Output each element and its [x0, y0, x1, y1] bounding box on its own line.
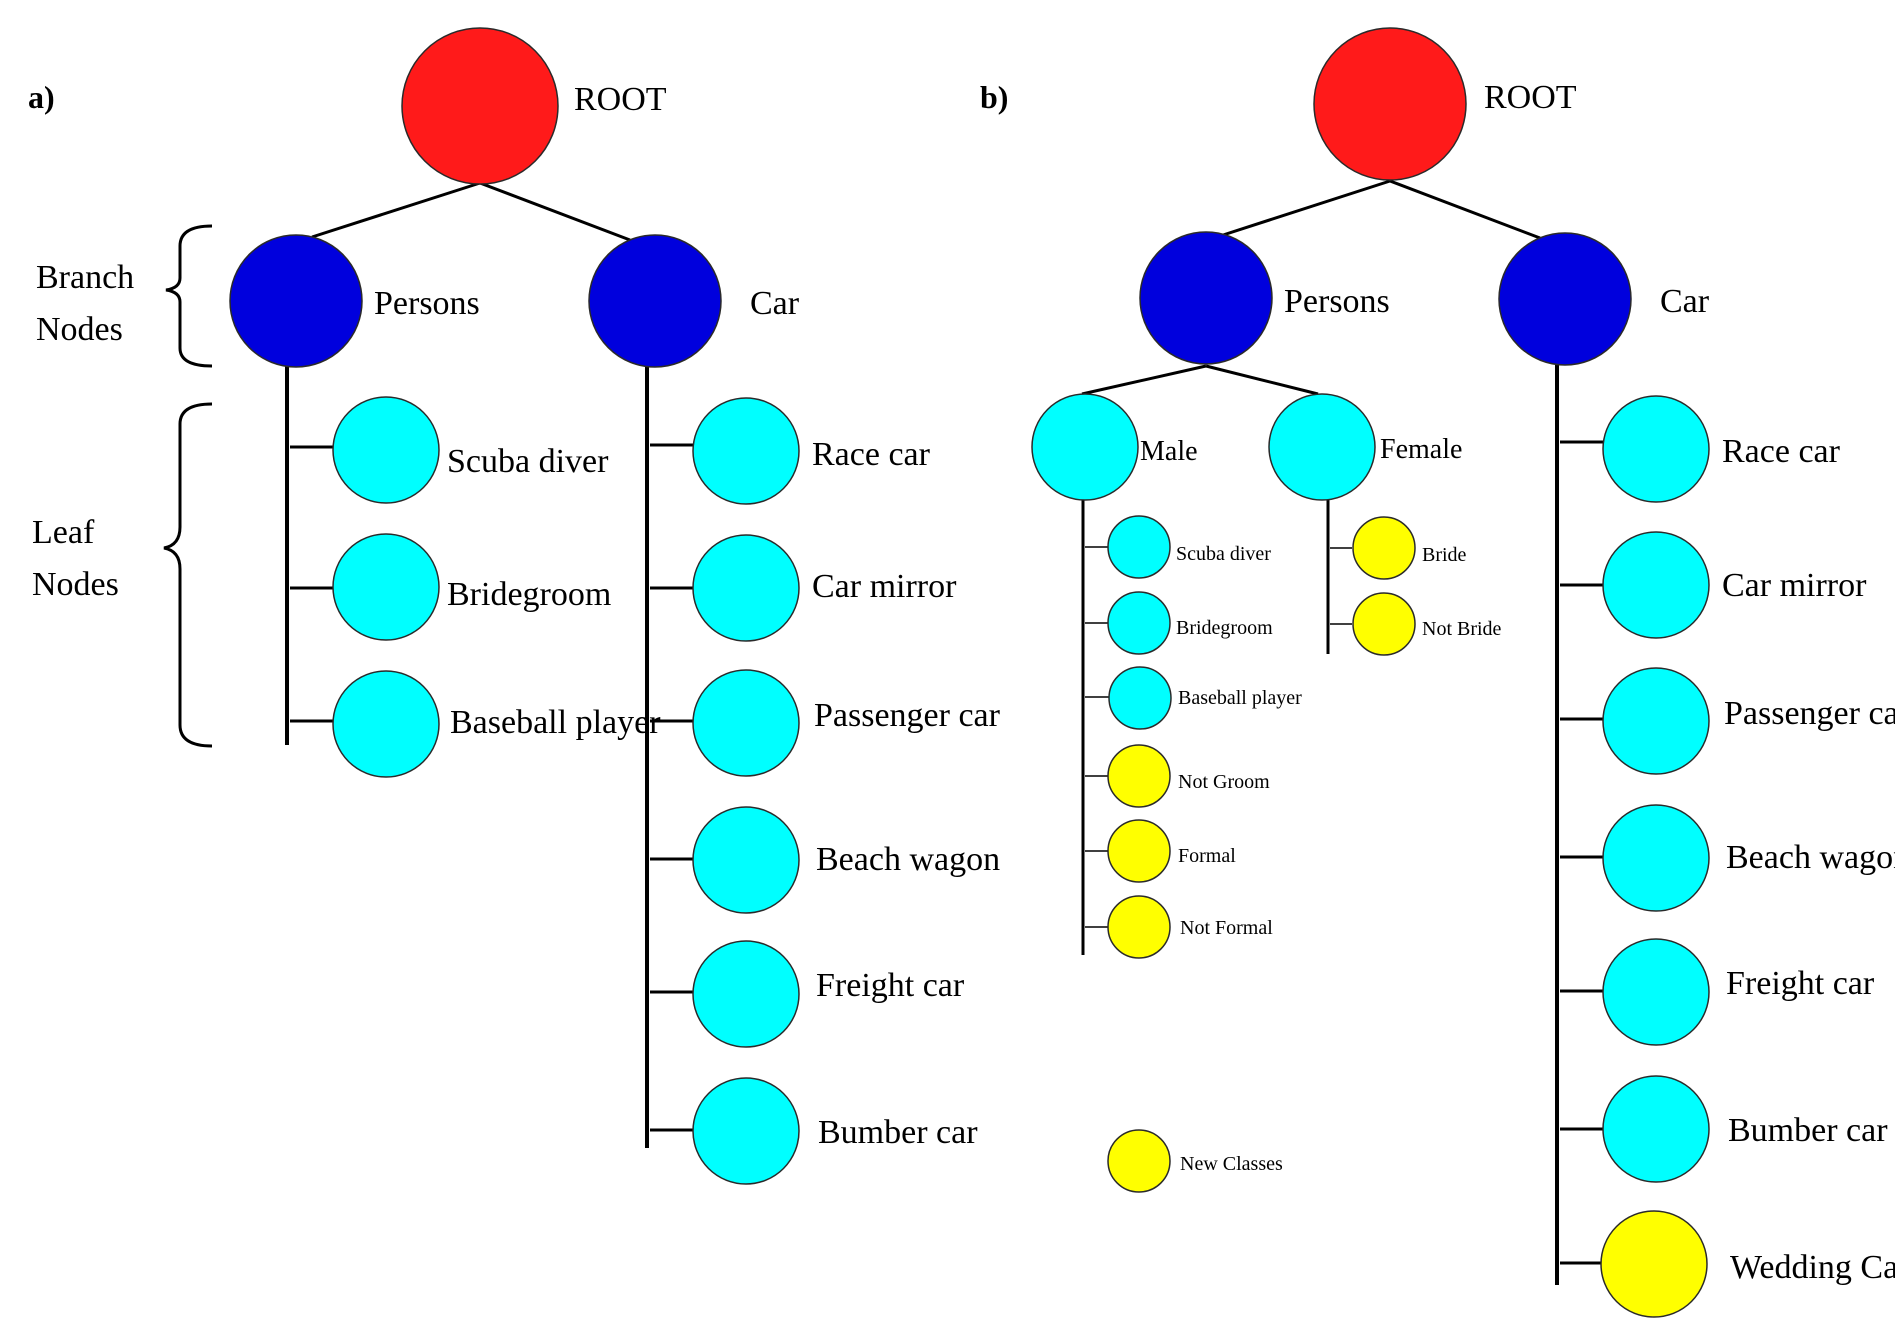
leaf-node-bumber-car-b: [1602, 1075, 1710, 1183]
leaf-label-freight-car-b: Freight car: [1726, 965, 1875, 1002]
branch-nodes-label-line2: Nodes: [36, 311, 123, 348]
leaf-label-bumber-car-b: Bumber car: [1728, 1112, 1888, 1149]
female-node: [1268, 393, 1376, 501]
branch-nodes-bracket: [165, 224, 213, 368]
leaf-nodes-label-line2: Nodes: [32, 566, 119, 603]
leaf-node-formal: [1107, 819, 1171, 883]
root-label-b: ROOT: [1484, 79, 1577, 116]
leaf-node-race-car-a: [692, 397, 800, 505]
leaf-label-race-car-b: Race car: [1722, 433, 1841, 470]
root-label-a: ROOT: [574, 81, 667, 118]
car-label-a: Car: [750, 285, 800, 322]
leaf-node-passenger-car-a: [692, 669, 800, 777]
leaf-label-bridegroom-b: Bridegroom: [1176, 617, 1273, 639]
leaf-node-beach-wagon-a: [692, 806, 800, 914]
leaf-node-bride: [1352, 516, 1416, 580]
edge-persons-female: [1205, 364, 1319, 396]
persons-label-b: Persons: [1284, 283, 1390, 320]
leaf-node-race-car-b: [1602, 395, 1710, 503]
leaf-node-beach-wagon-b: [1602, 804, 1710, 912]
legend-new-classes-swatch: [1107, 1129, 1171, 1193]
leaf-label-race-car-a: Race car: [812, 436, 931, 473]
leaf-node-wedding-car: [1600, 1210, 1708, 1318]
leaf-node-not-bride: [1352, 592, 1416, 656]
panel-b-label: b): [980, 79, 1008, 115]
leaf-node-baseball-player-a: [332, 670, 440, 778]
leaf-label-not-groom: Not Groom: [1178, 771, 1270, 793]
leaf-label-not-bride: Not Bride: [1422, 618, 1502, 640]
branch-nodes-label-line1: Branch: [36, 259, 134, 296]
leaf-node-car-mirror-b: [1602, 531, 1710, 639]
root-node-a: [401, 27, 559, 185]
female-label: Female: [1380, 434, 1462, 465]
leaf-nodes-bracket: [163, 402, 213, 748]
leaf-node-baseball-player-b: [1108, 666, 1172, 730]
panel-a: a) ROOT Persons Car Branch Nodes Leaf: [28, 27, 1001, 1185]
leaf-label-passenger-car-a: Passenger car: [814, 697, 1001, 734]
leaf-label-not-formal: Not Formal: [1180, 917, 1273, 939]
leaf-label-freight-car-a: Freight car: [816, 967, 965, 1004]
persons-label-a: Persons: [374, 285, 480, 322]
car-label-b: Car: [1660, 283, 1710, 320]
leaf-label-baseball-player-b: Baseball player: [1178, 687, 1302, 709]
male-label: Male: [1140, 436, 1198, 467]
leaf-label-car-mirror-b: Car mirror: [1722, 567, 1867, 604]
persons-node-b: [1139, 231, 1273, 365]
persons-node-a: [229, 234, 363, 368]
leaf-nodes-label-line1: Leaf: [32, 514, 95, 551]
leaf-node-bumber-car-a: [692, 1077, 800, 1185]
leaf-node-freight-car-b: [1602, 938, 1710, 1046]
leaf-label-baseball-player-a: Baseball player: [450, 704, 661, 741]
car-node-a: [588, 234, 722, 368]
male-node: [1031, 393, 1139, 501]
leaf-label-bridegroom-a: Bridegroom: [447, 576, 611, 613]
edge-persons-male: [1081, 364, 1207, 396]
leaf-node-bridegroom-a: [332, 533, 440, 641]
leaf-label-scuba-diver-b: Scuba diver: [1176, 543, 1271, 565]
leaf-label-car-mirror-a: Car mirror: [812, 568, 957, 605]
root-node-b: [1313, 27, 1467, 181]
car-node-b: [1498, 232, 1632, 366]
leaf-node-not-formal: [1107, 895, 1171, 959]
leaf-label-beach-wagon-b: Beach wagon: [1726, 839, 1895, 876]
leaf-node-passenger-car-b: [1602, 667, 1710, 775]
panel-b: b) ROOT Persons: [980, 27, 1895, 1318]
leaf-node-scuba-diver-a: [332, 396, 440, 504]
edge-root-persons-a: [311, 181, 481, 239]
panel-a-label: a): [28, 79, 55, 115]
leaf-node-scuba-diver-b: [1107, 515, 1171, 579]
edge-root-persons-b: [1219, 179, 1391, 238]
leaf-node-car-mirror-a: [692, 534, 800, 642]
leaf-label-bumber-car-a: Bumber car: [818, 1114, 978, 1151]
leaf-label-wedding-car: Wedding Car: [1730, 1249, 1895, 1286]
leaf-label-passenger-car-b: Passenger car: [1724, 695, 1895, 732]
leaf-label-bride: Bride: [1422, 544, 1467, 566]
leaf-node-freight-car-a: [692, 940, 800, 1048]
edge-root-car-b: [1389, 179, 1541, 240]
leaf-label-beach-wagon-a: Beach wagon: [816, 841, 1000, 878]
edge-root-car-a: [479, 181, 631, 242]
leaf-label-scuba-diver-a: Scuba diver: [447, 443, 609, 480]
legend-new-classes-label: New Classes: [1180, 1153, 1283, 1175]
leaf-node-bridegroom-b: [1107, 591, 1171, 655]
leaf-node-not-groom: [1107, 744, 1171, 808]
leaf-label-formal: Formal: [1178, 845, 1236, 867]
